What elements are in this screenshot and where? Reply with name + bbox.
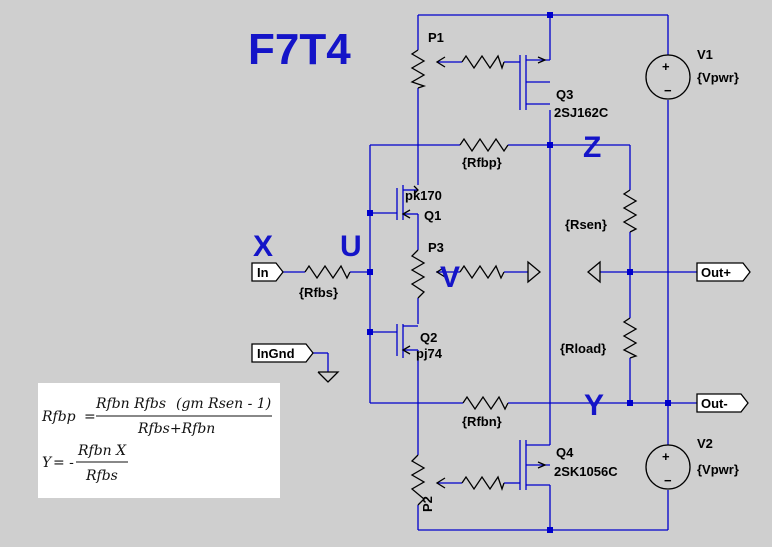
- label-p2: P2: [420, 496, 435, 512]
- label-v1-value: {Vpwr}: [697, 70, 739, 85]
- eq1-numerator-a: Rfbn Rfbs: [95, 396, 166, 412]
- resistor-rfbs: [304, 264, 351, 280]
- port-outp-label: Out+: [701, 265, 731, 280]
- wiper-arrows: [401, 56, 547, 489]
- resistors: [304, 49, 638, 506]
- voltage-source-v2: + −: [645, 444, 691, 490]
- voltage-source-v1: + −: [645, 54, 691, 100]
- node-label-x: X: [253, 230, 273, 263]
- equation-panel: [38, 383, 280, 498]
- eq2-denominator: Rfbs: [85, 468, 118, 484]
- label-rload: {Rload}: [560, 341, 606, 356]
- label-v2-value: {Vpwr}: [697, 462, 739, 477]
- eq2-sign: = -: [53, 455, 74, 471]
- label-q2-part: pj74: [416, 346, 443, 361]
- svg-text:−: −: [664, 83, 672, 98]
- resistor-p3-wiper: [459, 264, 505, 280]
- pot-p1: [410, 49, 427, 89]
- label-q1-part: pk170: [405, 188, 442, 203]
- port-ingnd-flag: [251, 343, 314, 363]
- port-in-label: In: [257, 265, 269, 280]
- label-rfbs: {Rfbs}: [299, 285, 338, 300]
- pot-p2: [410, 454, 426, 506]
- eq1-equals: =: [84, 409, 96, 425]
- label-rsen: {Rsen}: [565, 217, 607, 232]
- port-outm-flag: [696, 393, 749, 413]
- junction-dots: [367, 12, 671, 533]
- schematic-title: F7T4: [248, 25, 351, 74]
- terminal-v-right: [527, 260, 542, 284]
- pot-p3: [410, 249, 426, 299]
- resistor-rload: [622, 317, 638, 359]
- label-v2-name: V2: [697, 436, 713, 451]
- label-p3: P3: [428, 240, 444, 255]
- resistor-rfbp: [459, 137, 509, 153]
- node-label-z: Z: [583, 131, 601, 164]
- node-label-y: Y: [584, 389, 604, 422]
- port-outp-flag: [696, 262, 751, 282]
- label-q4-name: Q4: [556, 445, 574, 460]
- label-q2-name: Q2: [420, 330, 437, 345]
- wires: [283, 14, 697, 531]
- eq1-denominator: Rfbs+Rfbn: [137, 421, 215, 437]
- node-label-u: U: [340, 230, 362, 263]
- port-ingnd-label: InGnd: [257, 346, 295, 361]
- resistor-q4-gate: [461, 475, 505, 492]
- eq1-numerator-b: (gm Rsen - 1): [176, 396, 271, 412]
- node-label-v: V: [440, 261, 460, 294]
- eq2-numerator: Rfbn X: [77, 443, 127, 459]
- resistor-rsen: [622, 189, 638, 233]
- terminal-z-left: [586, 260, 601, 284]
- label-v1-name: V1: [697, 47, 713, 62]
- svg-text:−: −: [664, 473, 672, 488]
- label-q3-name: Q3: [556, 87, 573, 102]
- svg-text:+: +: [662, 59, 670, 74]
- label-q4-part: 2SK1056C: [554, 464, 618, 479]
- eq1-lhs: Rfbp: [41, 409, 76, 425]
- terminals: [317, 260, 601, 383]
- label-q3-part: 2SJ162C: [554, 105, 609, 120]
- ground-symbol: [317, 371, 340, 383]
- port-outm-label: Out-: [701, 396, 728, 411]
- label-rfbn: {Rfbn}: [462, 414, 502, 429]
- label-p1: P1: [428, 30, 444, 45]
- resistor-rfbn: [462, 395, 509, 411]
- resistor-q3-gate: [461, 54, 505, 71]
- port-in-flag: [251, 262, 284, 282]
- label-rfbp: {Rfbp}: [462, 155, 502, 170]
- svg-text:+: +: [662, 449, 670, 464]
- eq2-lhs: Y: [42, 455, 53, 471]
- port-flags: [251, 262, 751, 413]
- label-q1-name: Q1: [424, 208, 441, 223]
